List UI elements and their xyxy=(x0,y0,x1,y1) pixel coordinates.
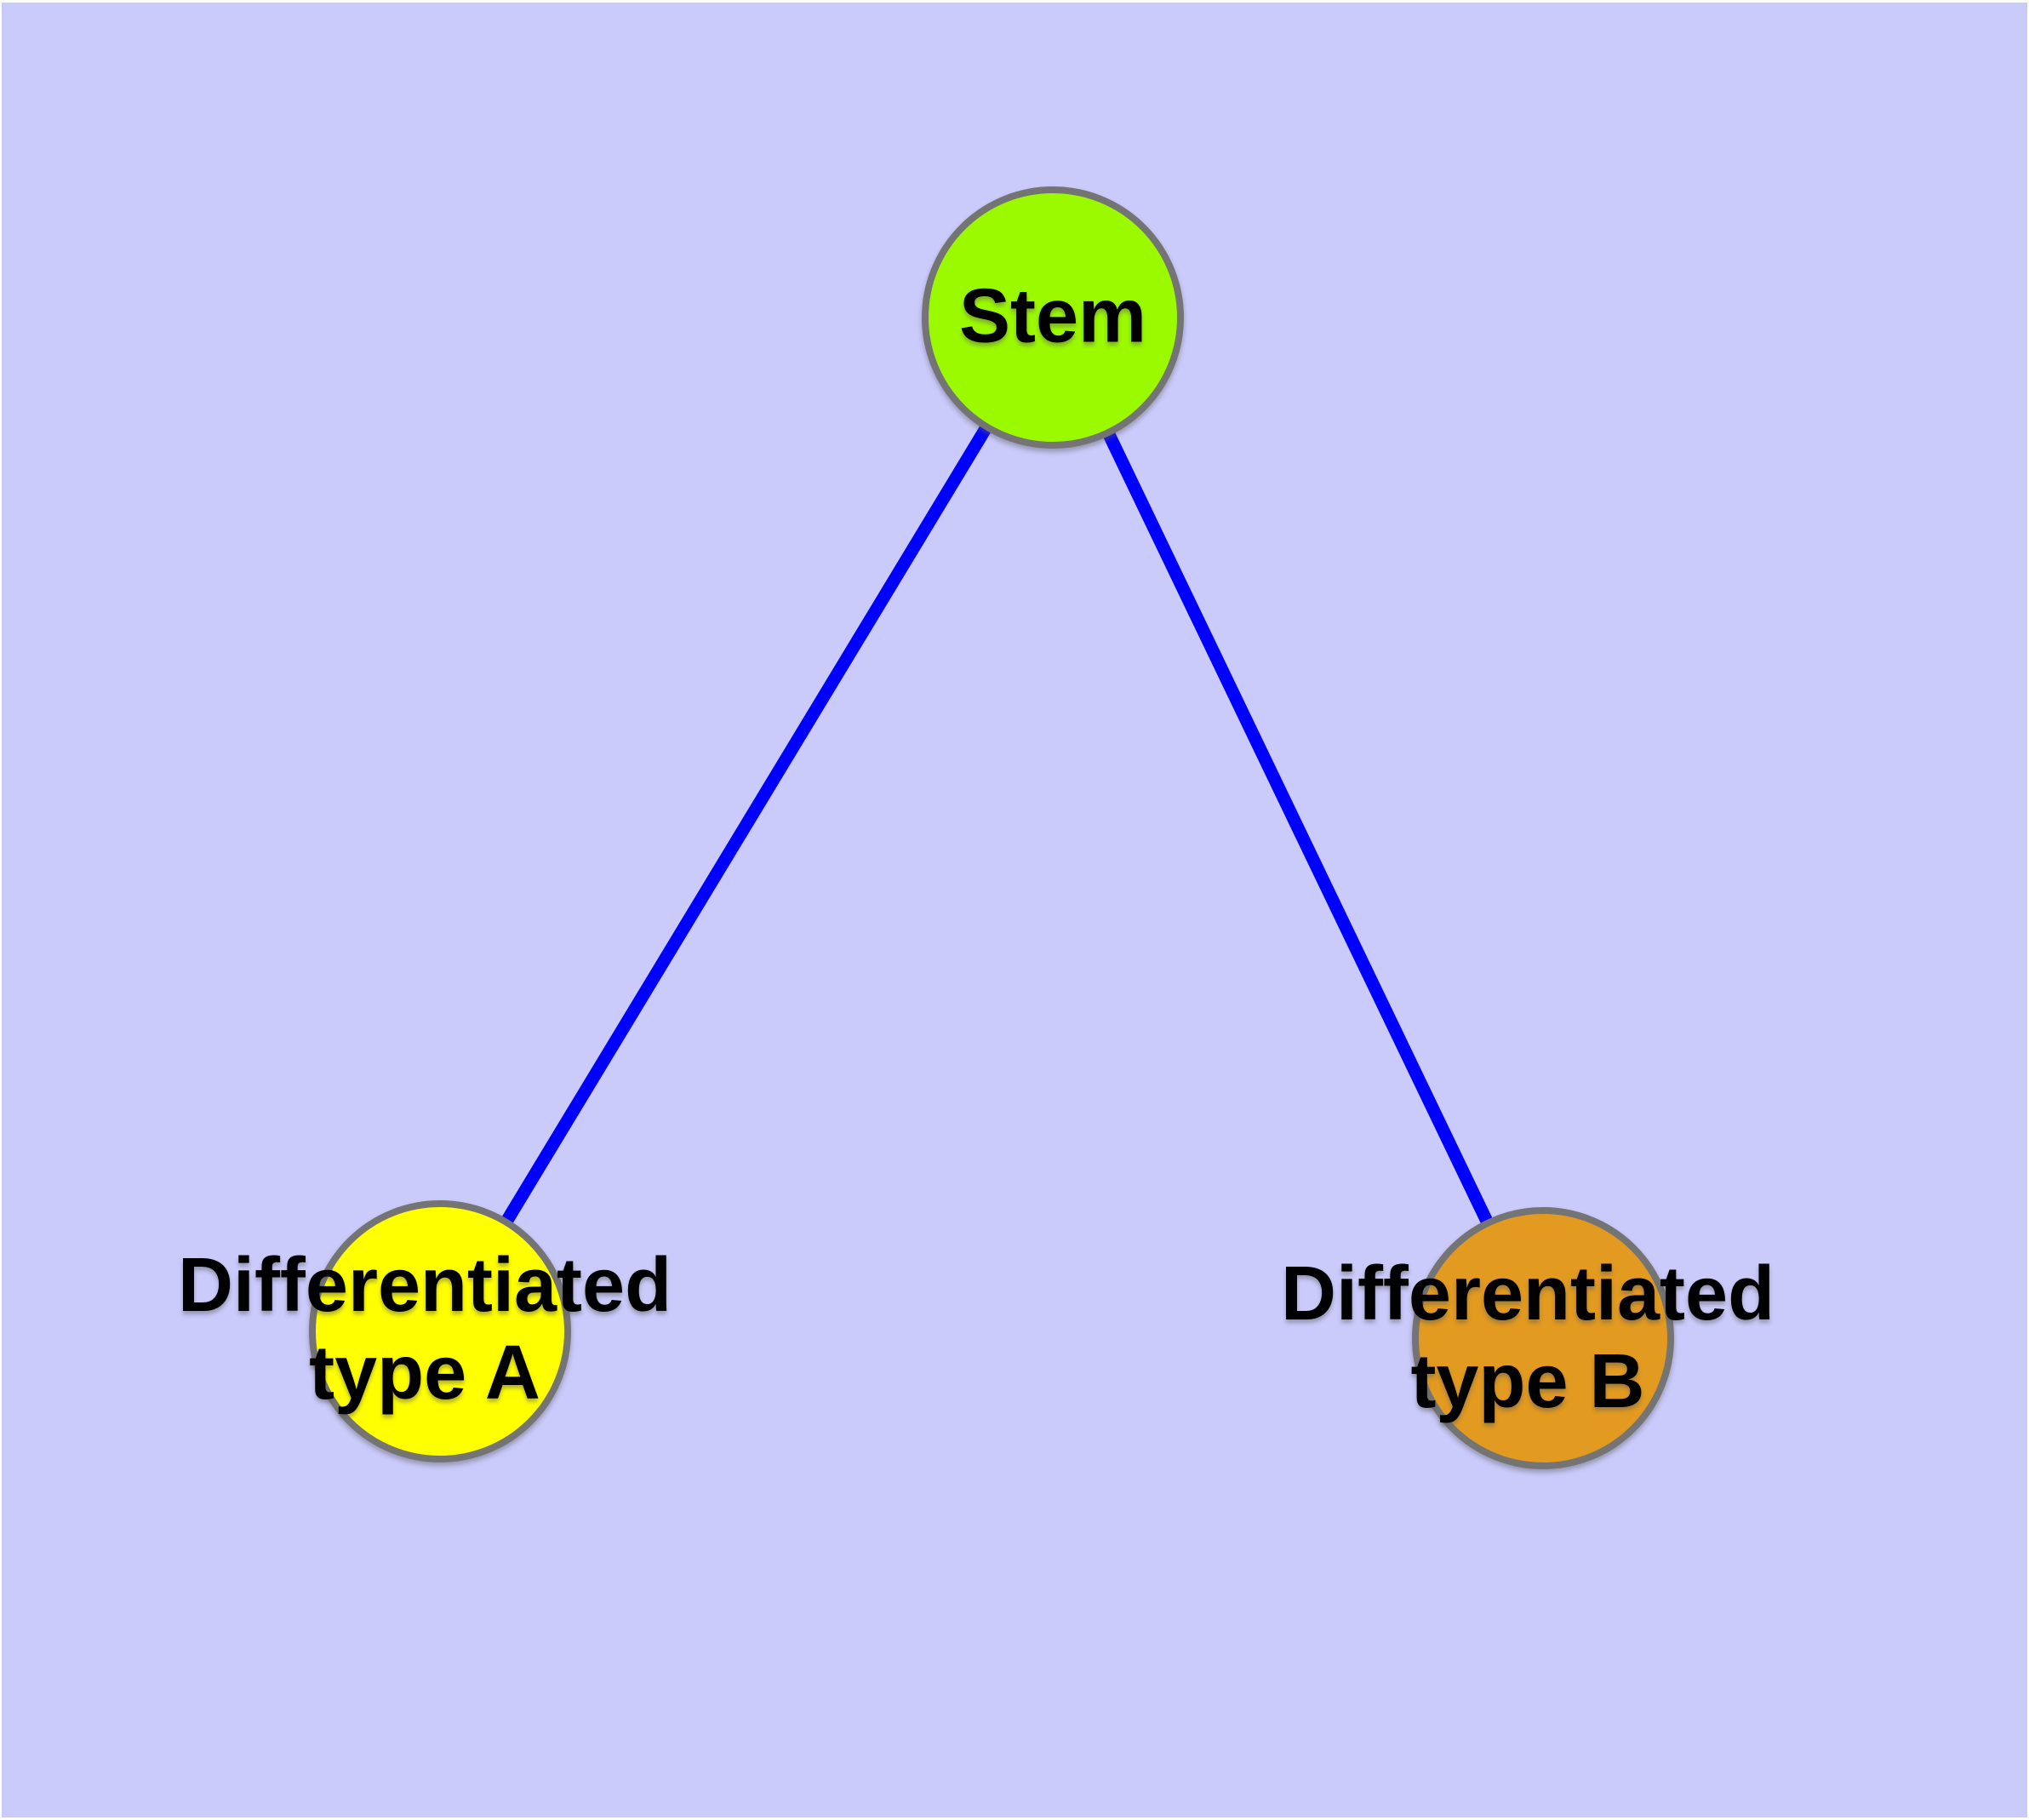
node-type-b-label: Differentiated type B xyxy=(1281,1251,1775,1426)
node-type-b-label-line2: type B xyxy=(1410,1339,1645,1424)
edge-stem-to-type-b xyxy=(1047,314,1549,1342)
node-type-a-label-line2: type A xyxy=(309,1331,540,1416)
node-type-a-label-line1: Differentiated xyxy=(177,1243,672,1328)
node-type-a-circle xyxy=(309,1200,571,1462)
node-stem-circle xyxy=(922,186,1184,449)
node-stem-label-line: Stem xyxy=(958,273,1147,359)
node-type-a-label: Differentiated type A xyxy=(178,1242,672,1417)
node-type-b-circle xyxy=(1412,1207,1674,1469)
node-stem-label: Stem xyxy=(959,273,1146,361)
node-type-b-label-line1: Differentiated xyxy=(1280,1251,1775,1336)
edge-stem-to-type-a xyxy=(434,314,1059,1335)
